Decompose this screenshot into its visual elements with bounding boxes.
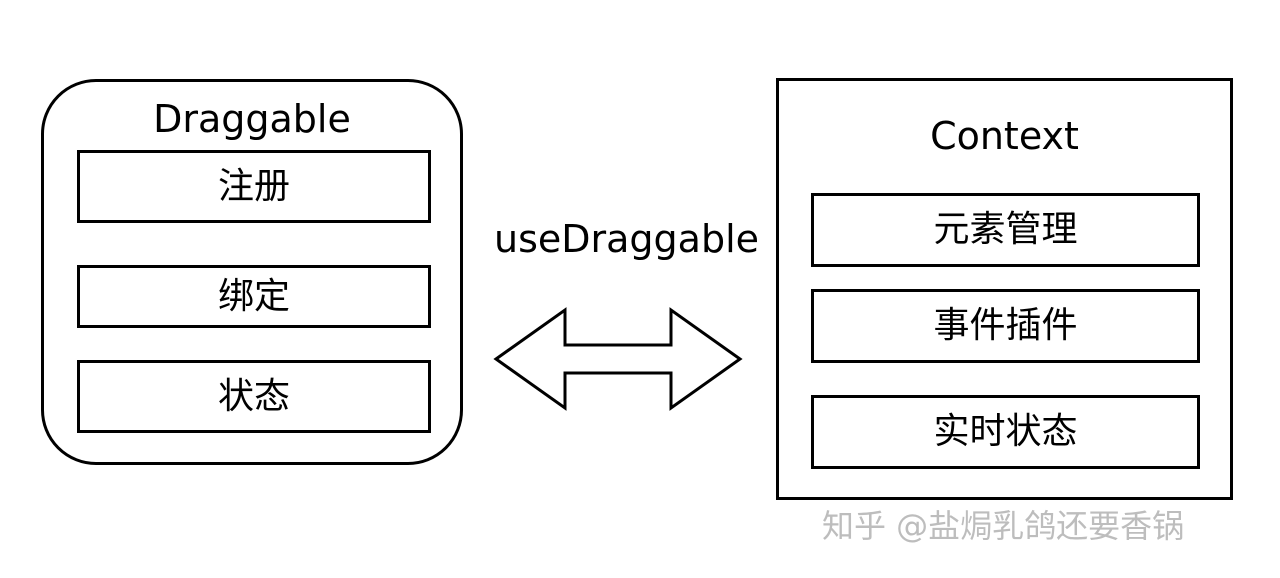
double-arrow-shape [493, 307, 743, 411]
draggable-panel: Draggable 注册 绑定 状态 [41, 79, 463, 465]
element-management-box: 元素管理 [811, 193, 1200, 267]
bind-box: 绑定 [77, 265, 431, 328]
state-label: 状态 [217, 375, 290, 417]
element-management-label: 元素管理 [933, 209, 1078, 250]
context-panel: Context 元素管理 事件插件 实时状态 [776, 78, 1233, 500]
bind-label: 绑定 [217, 275, 290, 317]
event-plugins-label: 事件插件 [933, 305, 1078, 346]
register-label: 注册 [217, 165, 290, 207]
event-plugins-box: 事件插件 [811, 289, 1200, 363]
watermark-text: 知乎 @盐焗乳鸽还要香锅 [822, 507, 1185, 545]
realtime-state-box: 实时状态 [811, 395, 1200, 469]
draggable-title: Draggable [153, 97, 351, 141]
context-title: Context [930, 114, 1079, 158]
connector-label: useDraggable [494, 217, 760, 261]
realtime-state-label: 实时状态 [933, 411, 1078, 452]
register-box: 注册 [77, 150, 431, 223]
bidirectional-arrow-icon [493, 307, 743, 411]
state-box: 状态 [77, 360, 431, 433]
